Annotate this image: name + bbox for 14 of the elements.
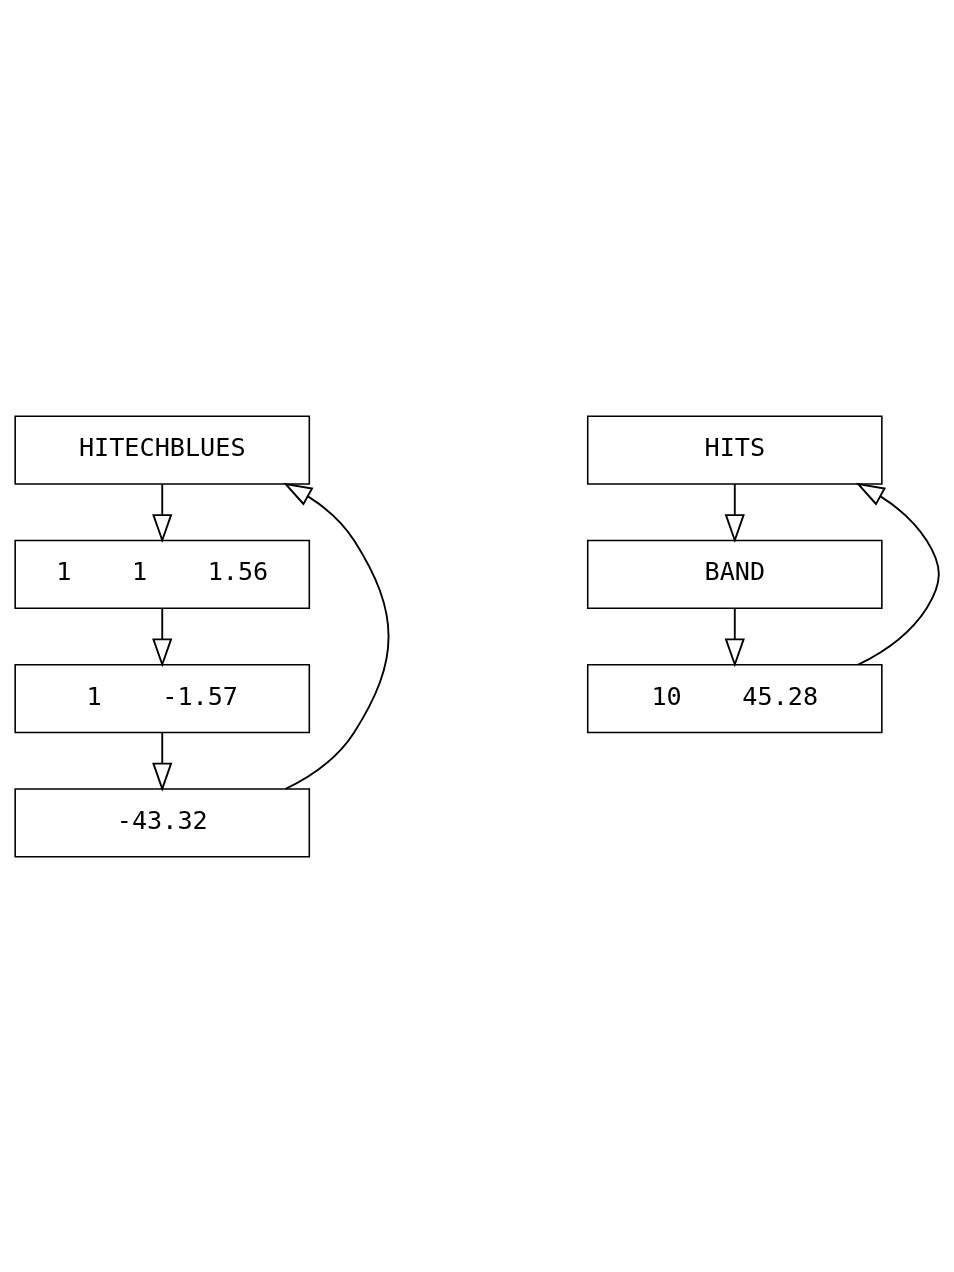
arrow xyxy=(152,606,173,667)
node-box: BAND xyxy=(586,539,883,609)
arrow xyxy=(855,482,940,666)
node-box: -43.32 xyxy=(14,787,311,857)
arrow xyxy=(283,482,390,790)
node-box: 10 45.28 xyxy=(586,663,883,733)
arrow xyxy=(152,731,173,792)
arrow xyxy=(724,482,745,543)
arrow xyxy=(152,482,173,543)
node-box: 1 1 1.56 xyxy=(14,539,311,609)
node-box: HITECHBLUES xyxy=(14,415,311,485)
node-box: HITS xyxy=(586,415,883,485)
arrow xyxy=(724,606,745,667)
node-box: 1 -1.57 xyxy=(14,663,311,733)
